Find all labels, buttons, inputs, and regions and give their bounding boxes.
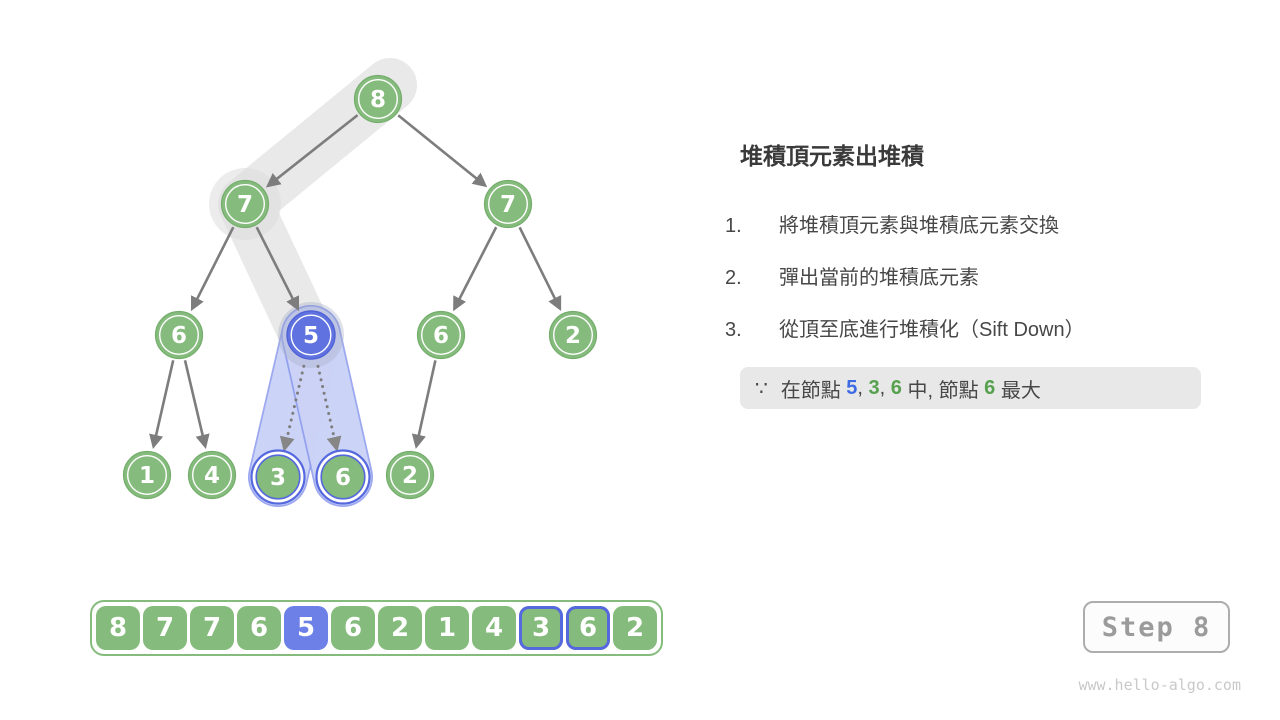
- array-cell: 6: [237, 606, 281, 650]
- node-value: 4: [204, 463, 220, 489]
- node-value: 7: [237, 192, 253, 218]
- node-value: 2: [565, 323, 581, 349]
- array-cell-active: 5: [284, 606, 328, 650]
- tree-node-compare: 3: [250, 449, 306, 505]
- page-title: 堆積頂元素出堆積: [740, 143, 924, 169]
- tree-node-active: 5: [286, 310, 336, 360]
- step-number: 1.: [725, 215, 742, 237]
- tree-node: 8: [353, 74, 403, 124]
- step-badge: Step 8: [1083, 601, 1230, 653]
- tree-node: 2: [548, 310, 598, 360]
- step-text: 彈出當前的堆積底元素: [779, 267, 979, 289]
- tree-node: 7: [483, 179, 533, 229]
- step-item-1: 1. 將堆積頂元素與堆積底元素交換: [725, 214, 1085, 238]
- note-text: 在節點: [780, 379, 847, 402]
- node-value: 3: [270, 465, 286, 491]
- note-text: 最大: [995, 379, 1041, 402]
- note-num-5: 5: [846, 376, 858, 399]
- note-box: ∵ 在節點 5, 3, 6 中, 節點 6 最大: [740, 367, 1201, 409]
- tree-node: 1: [122, 450, 172, 500]
- heap-tree-diagram: 8 7 7 6 5 6 2 1 4 3 6 2: [122, 58, 598, 507]
- tree-edges: [149, 114, 562, 449]
- because-icon: ∵: [755, 377, 768, 400]
- array-cell-compare: 3: [519, 606, 563, 650]
- step-number: 2.: [725, 267, 742, 289]
- note-text: ,: [879, 376, 891, 399]
- note-num-3: 3: [868, 376, 880, 399]
- array-cell: 7: [143, 606, 187, 650]
- array-cell: 6: [331, 606, 375, 650]
- tree-node: 2: [385, 450, 435, 500]
- step-item-3: 3. 從頂至底進行堆積化（Sift Down）: [725, 318, 1085, 342]
- heap-array: 8 7 7 6 5 6 2 1 4 3 6 2: [90, 600, 663, 656]
- node-value: 5: [303, 323, 319, 349]
- step-number: 3.: [725, 319, 742, 341]
- compare-dotted-edges: [279, 364, 342, 452]
- step-item-2: 2. 彈出當前的堆積底元素: [725, 266, 1085, 290]
- node-value: 2: [402, 463, 418, 489]
- tree-node: 7: [220, 179, 270, 229]
- tree-node-compare: 6: [315, 449, 371, 505]
- steps-list: 1. 將堆積頂元素與堆積底元素交換 2. 彈出當前的堆積底元素 3. 從頂至底進行堆積…: [725, 214, 1085, 370]
- tree-node: 6: [416, 310, 466, 360]
- array-cell: 8: [96, 606, 140, 650]
- node-value: 6: [433, 323, 449, 349]
- array-cell: 4: [472, 606, 516, 650]
- array-cell: 7: [190, 606, 234, 650]
- watermark: www.hello-algo.com: [1078, 676, 1241, 694]
- node-value: 7: [500, 192, 516, 218]
- array-cell-compare: 6: [566, 606, 610, 650]
- node-value: 1: [139, 463, 155, 489]
- note-text: 中, 節點: [901, 379, 985, 402]
- array-cell: 2: [613, 606, 657, 650]
- tree-node: 6: [154, 310, 204, 360]
- node-value: 8: [370, 87, 386, 113]
- note-num-6: 6: [890, 376, 902, 399]
- node-value: 6: [335, 465, 351, 491]
- step-text: 將堆積頂元素與堆積底元素交換: [779, 215, 1059, 237]
- tree-node: 4: [187, 450, 237, 500]
- note-text: ,: [857, 376, 869, 399]
- step-text: 從頂至底進行堆積化（Sift Down）: [779, 319, 1085, 341]
- node-value: 6: [171, 323, 187, 349]
- array-cell: 1: [425, 606, 469, 650]
- note-num-6-max: 6: [984, 376, 996, 399]
- array-cell: 2: [378, 606, 422, 650]
